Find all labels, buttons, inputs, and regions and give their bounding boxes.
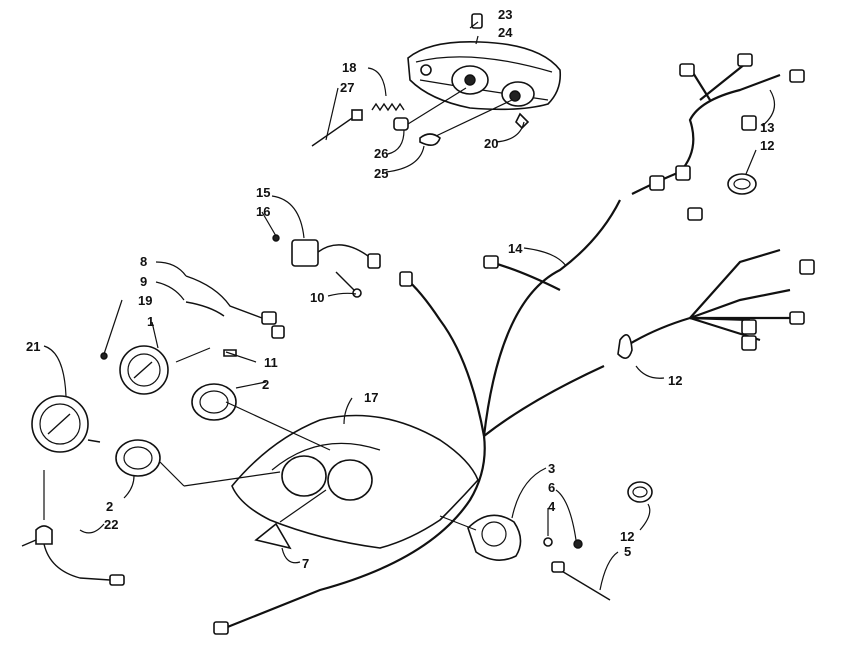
callout-23: 23 — [498, 7, 512, 22]
callout-4: 4 — [548, 499, 556, 514]
callout-26: 26 — [374, 146, 388, 161]
wiring-harness — [213, 53, 815, 635]
fuel-sender — [551, 561, 611, 601]
callout-3: 3 — [548, 461, 555, 476]
callout-8: 8 — [140, 254, 147, 269]
callout-17: 17 — [364, 390, 378, 405]
callout-11: 11 — [264, 355, 278, 370]
headlight-housing — [407, 41, 562, 111]
adjusting-screw — [311, 109, 363, 147]
warning-label — [254, 522, 292, 550]
callout-7: 7 — [302, 556, 309, 571]
indicator-light — [21, 525, 125, 586]
tach-wiring — [185, 275, 285, 357]
bulb-socket — [393, 112, 530, 146]
instrument-pod — [231, 414, 479, 549]
washer — [543, 537, 553, 547]
callout-21: 21 — [26, 339, 40, 354]
callout-5: 5 — [624, 544, 631, 559]
mounting-screw — [335, 271, 362, 298]
tachometer — [100, 345, 169, 395]
callout-22: 22 — [104, 517, 118, 532]
callout-14: 14 — [508, 241, 523, 256]
callout-12-upper: 12 — [760, 138, 774, 153]
callout-12-lower: 12 — [620, 529, 634, 544]
callout-25: 25 — [374, 166, 388, 181]
callout-13: 13 — [760, 120, 774, 135]
callout-18: 18 — [342, 60, 356, 75]
gauge-ring-upper — [191, 383, 237, 421]
callout-20: 20 — [484, 136, 498, 151]
callout-9: 9 — [140, 274, 147, 289]
adjusting-spring — [371, 102, 405, 112]
callout-19: 19 — [138, 293, 152, 308]
callout-15: 15 — [256, 185, 270, 200]
callout-6: 6 — [548, 480, 555, 495]
cable-tie-right-middle — [617, 334, 633, 359]
fuel-gauge — [467, 514, 522, 561]
callout-2-lower: 2 — [106, 499, 113, 514]
callout-10: 10 — [310, 290, 324, 305]
callout-2-upper: 2 — [262, 377, 269, 392]
gauge-ring-lower — [115, 439, 161, 477]
callout-12-middle: 12 — [668, 373, 682, 388]
callout-27: 27 — [340, 80, 354, 95]
speedometer — [31, 395, 101, 453]
cable-tie-right-upper — [727, 173, 757, 195]
callout-16: 16 — [256, 204, 270, 219]
callout-24: 24 — [498, 25, 513, 40]
callout-1: 1 — [147, 314, 154, 329]
cable-tie-right-lower — [627, 481, 653, 503]
nut — [573, 539, 583, 549]
dimmer-switch — [272, 234, 369, 267]
